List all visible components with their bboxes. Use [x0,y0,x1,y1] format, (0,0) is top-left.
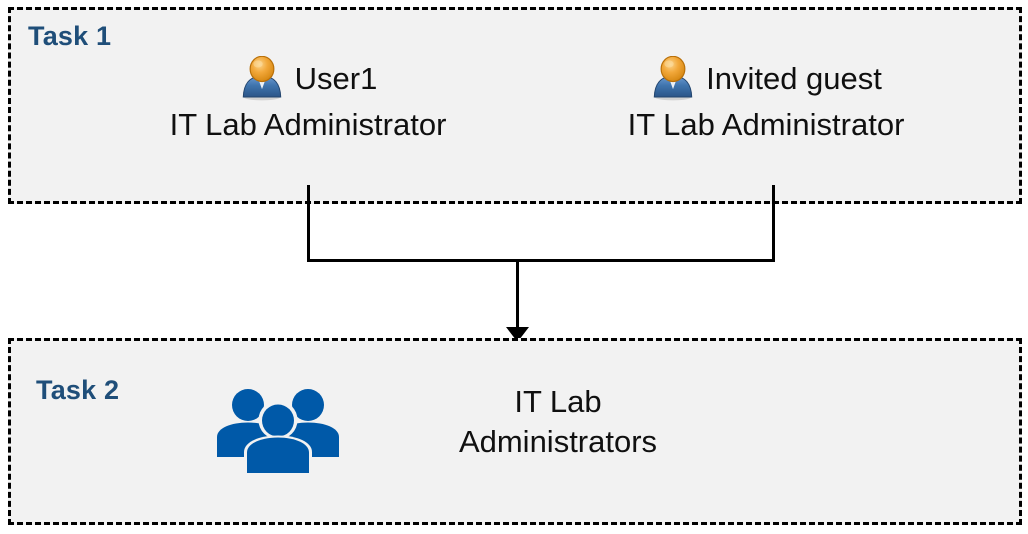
person-name: Invited guest [706,61,882,96]
group-of-people-icon [217,389,339,475]
person-name-row: User1 [118,53,498,105]
group-icon-wrapper [211,386,345,478]
group-name-line-2: Administrators [458,424,658,459]
person-entry-invited-guest: Invited guest IT Lab Administrator [566,53,966,145]
person-name: User1 [294,61,378,96]
group-name-line-1: IT Lab [514,384,602,419]
task-1-label: Task 1 [28,21,112,51]
person-role: IT Lab Administrator [169,107,447,142]
task-2-box [8,338,1022,525]
user-icon [242,56,281,101]
group-name-label: IT Lab Administrators [378,382,738,462]
task-2-label: Task 2 [36,375,120,405]
task-1-box [8,7,1022,204]
user-icon [653,56,693,101]
person-name-row: Invited guest [566,53,966,105]
person-entry-user1: User1 IT Lab Administrator [118,53,498,145]
person-role: IT Lab Administrator [627,107,905,142]
